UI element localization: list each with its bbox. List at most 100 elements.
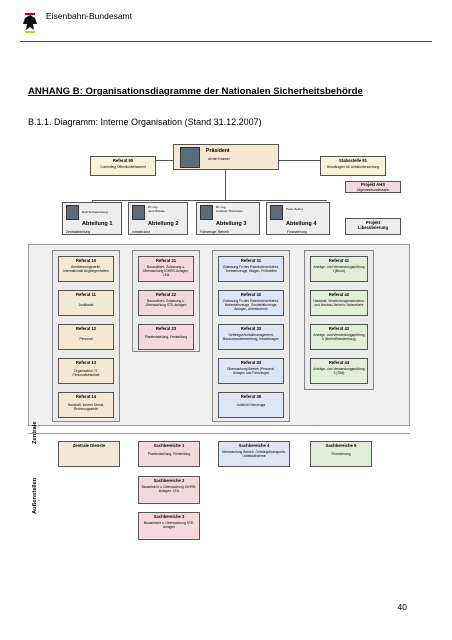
referat-90-title: Referat 90 [112, 158, 134, 163]
abteilung-4-sub: Finanzierung [287, 230, 307, 234]
diagram-subheading: B.1.1. Diagramm: Interne Organisation (S… [28, 117, 262, 127]
abteilung-4-label: Abteilung 4 [286, 221, 317, 227]
referat-title: Referat 22 [155, 292, 177, 297]
head-photo [270, 205, 283, 220]
referat-23-box: Referat 23 Planfeststellung, Freistellun… [138, 324, 194, 350]
referat-text: Anträge- und Verwendungsprüfung I (Bund) [313, 264, 365, 273]
section-divider [28, 433, 410, 434]
referat-90-box: Referat 90 Controlling Öffentlichkeitsar… [90, 156, 156, 176]
referat-33-box: Referat 33 Gefahrgut/Notfallmanagement, … [218, 324, 284, 350]
abteilung-4-box: Peter Zeitler Abteilung 4 Finanzierung [266, 202, 330, 235]
referat-text: Bauaufsicht, Zulassung u. Überwachung IO… [143, 264, 189, 277]
referat-text: Anerkennungsstelle, Internationale Angel… [63, 264, 109, 273]
referat-text: Anträge- und Verwendungsprüfung II (Berl… [313, 332, 365, 341]
head-photo [200, 205, 213, 220]
referat-text: Haushalt, Verwendungsnachweise- und Neub… [313, 298, 365, 307]
referat-42-box: Referat 42 Haushalt, Verwendungsnachweis… [310, 290, 368, 316]
header-divider [20, 41, 432, 42]
referat-title: Referat 34 [240, 360, 262, 365]
referat-title: Referat 13 [75, 360, 97, 365]
referat-title: Referat 35 [240, 394, 262, 399]
outstation-text: Finanzierung [331, 451, 351, 456]
abteilung-3-sub: Fahrzeuge, Betrieb [200, 230, 229, 234]
referat-title: Referat 31 [240, 258, 262, 263]
projekt-ahs-text: Allgemeinbundesbahn [356, 187, 390, 192]
head-photo [132, 205, 145, 220]
referat-text: Gefahrgut/Notfallmanagement, Bauzustands… [223, 332, 279, 341]
referat-text: Bauaufsicht, Zulassung u. Überwachung ST… [145, 298, 187, 307]
referat-text: Zulassung Fz des Eisenbahnverkehrs, Trie… [222, 264, 280, 273]
abteilung-2-person-line1: Dr.-Ing. [148, 205, 159, 209]
referat-text: Zulassung Fz des Eisenbahnverkehrs, Nebe… [222, 298, 280, 311]
outstation-text: Überwachung Betrieb, Gefahrguttransporte… [222, 449, 286, 458]
abteilung-3-person-line1: Dr.-Ing. [216, 205, 227, 209]
referat-title: Referat 44 [328, 360, 350, 365]
referat-text: Aufsicht Fahrzeuge [236, 402, 266, 407]
referat-title: Referat 11 [75, 292, 97, 297]
referat-title: Referat 32 [240, 292, 262, 297]
sachbereiche-3-box: Sachbereiche 3 Bauaufsicht u. Überwachun… [138, 512, 200, 540]
referat-31-box: Referat 31 Zulassung Fz des Eisenbahnver… [218, 256, 284, 282]
outstation-text: Planfeststellung, Freistellung [147, 451, 191, 456]
referat-title: Referat 42 [328, 292, 350, 297]
abteilung-2-box: Dr.-Ing. Jens Böhlke Abteilung 2 Infrast… [128, 202, 188, 235]
referat-title: Referat 10 [75, 258, 97, 263]
referat-21-box: Referat 21 Bauaufsicht, Zulassung u. Übe… [138, 256, 194, 282]
president-title: Präsident [206, 148, 230, 154]
referat-title: Referat 41 [328, 258, 350, 263]
abteilung-3-label: Abteilung 3 [216, 221, 247, 227]
abteilung-3-person-line2: Andreas Thomasen [216, 209, 243, 213]
abteilung-1-person: Ralf Schweinsberg [82, 210, 108, 214]
referat-43-box: Referat 43 Anträge- und Verwendungsprüfu… [310, 324, 368, 350]
referat-title: Referat 21 [155, 258, 177, 263]
referat-34-box: Referat 34 Überwachung Betrieb (Personal… [218, 358, 284, 384]
outstation-title: Sachbereiche 1 [153, 443, 185, 448]
referat-title: Referat 14 [75, 394, 97, 399]
aussenstellen-label: Außenstellen [32, 477, 38, 514]
federal-eagle-icon [23, 13, 37, 33]
referat-32-box: Referat 32 Zulassung Fz des Eisenbahnver… [218, 290, 284, 316]
projekt-ahs-box: Projekt AHS Allgemeinbundesbahn [345, 181, 401, 193]
referat-title: Referat 23 [155, 326, 177, 331]
outstation-text: Bauaufsicht u. Überwachung STE-Anlagen [143, 520, 195, 529]
abteilung-2-sub: Infrastruktur [132, 230, 151, 234]
president-photo [180, 147, 200, 168]
abteilung-1-box: Ralf Schweinsberg Abteilung 1 Zentralabt… [62, 202, 122, 235]
referat-44-box: Referat 44 Anträge- und Verwendungsprüfu… [310, 358, 368, 384]
outstation-title: Zentrale Dienste [72, 443, 106, 448]
abteilung-1-label: Abteilung 1 [82, 221, 113, 227]
zentrale-dienste-box: Zentrale Dienste [58, 441, 120, 467]
projekt-liberalisierung-title: Projekt [365, 220, 381, 225]
outstation-title: Sachbereiche 2 [153, 478, 185, 483]
connector [225, 170, 226, 200]
outstation-text: Bauaufsicht u. Überwachung IOHRR-Anlagen… [141, 484, 197, 493]
referat-90-text: Controlling Öffentlichkeitsarbeit [100, 164, 146, 169]
referat-title: Referat 33 [240, 326, 262, 331]
outstation-title: Sachbereiche 4 [238, 443, 270, 448]
referat-text: Haushalt, Innerer Dienst, Rechnungsstell… [67, 402, 105, 411]
sachbereiche-5-box: Sachbereiche 5 Finanzierung [310, 441, 372, 467]
referat-text: Anträge- und Verwendungsprüfung 3 (Süd) [313, 366, 365, 375]
connector [92, 200, 93, 203]
agency-name: Eisenbahn-Bundesamt [46, 11, 133, 21]
referat-22-box: Referat 22 Bauaufsicht, Zulassung u. Übe… [138, 290, 194, 316]
president-box: Präsident Armin Kaeser [173, 144, 279, 170]
referat-title: Referat 43 [328, 326, 350, 331]
referat-text: Organisation, IT, Personalwirtschaft [72, 368, 100, 377]
stabsstelle-91-box: Stabsstelle 91 Beauftragter für Unfallun… [320, 156, 386, 176]
referat-41-box: Referat 41 Anträge- und Verwendungsprüfu… [310, 256, 368, 282]
referat-text: Justitiariat [78, 302, 94, 307]
annex-heading: ANHANG B: Organisationsdiagramme der Nat… [28, 86, 363, 97]
referat-title: Referat 12 [75, 326, 97, 331]
stabsstelle-91-text: Beauftragter für Unfalluntersuchung [326, 164, 380, 169]
referat-13-box: Referat 13 Organisation, IT, Personalwir… [58, 358, 114, 384]
president-name: Armin Kaeser [208, 157, 230, 161]
referat-text: Personal [79, 336, 93, 341]
projekt-liberalisierung-text: Liberalisierung [357, 224, 389, 230]
referat-35-box: Referat 35 Aufsicht Fahrzeuge [218, 392, 284, 418]
projekt-ahs-title: Projekt AHS [360, 182, 386, 187]
referat-text: Planfeststellung, Freistellung [144, 334, 188, 339]
stabsstelle-91-title: Stabsstelle 91 [339, 158, 367, 163]
abteilung-3-box: Dr.-Ing. Andreas Thomasen Abteilung 3 Fa… [196, 202, 260, 235]
abteilung-4-person: Peter Zeitler [286, 207, 303, 211]
